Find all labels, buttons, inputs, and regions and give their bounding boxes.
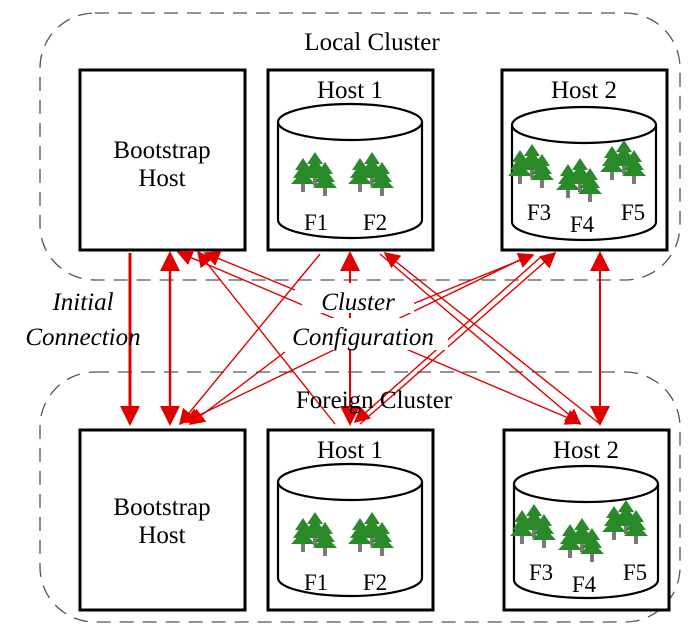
arrow-lhost1-fhost2 bbox=[379, 253, 582, 426]
initial-connection-label: Initial Connection bbox=[20, 282, 141, 351]
foreign-host2-title: Host 2 bbox=[553, 437, 619, 464]
foreign-host1-forest-f1-label: F1 bbox=[304, 570, 328, 595]
foreign-host1-title: Host 1 bbox=[317, 437, 383, 464]
local-host1-title: Host 1 bbox=[317, 77, 383, 104]
foreign-host2-forest-f3-label: F3 bbox=[529, 560, 553, 585]
cluster-configuration-label: Cluster Configuration bbox=[278, 283, 448, 351]
arrow-fhost2-lhost1 bbox=[383, 252, 601, 425]
foreign-bootstrap-label-line1: Bootstrap bbox=[113, 494, 210, 521]
cluster-configuration-line1: Cluster bbox=[321, 289, 395, 316]
foreign-bootstrap-label-line2: Host bbox=[138, 522, 185, 549]
initial-connection-line1: Initial bbox=[51, 289, 113, 316]
arrow-fhost1-lboot bbox=[197, 250, 336, 425]
local-host2-forest-f3-label: F3 bbox=[527, 200, 551, 225]
foreign-host2-forest-f4-label: F4 bbox=[572, 572, 597, 597]
arrow-config-lboot bbox=[203, 251, 296, 291]
foreign-cluster-title: Foreign Cluster bbox=[296, 387, 453, 414]
local-host1-forest-f1-label: F1 bbox=[304, 210, 328, 235]
arrow-lhost2-fhost1 bbox=[353, 255, 543, 424]
local-cluster-title: Local Cluster bbox=[304, 29, 440, 56]
local-bootstrap-label-line1: Bootstrap bbox=[113, 137, 210, 164]
local-bootstrap-label-line2: Host bbox=[138, 165, 185, 192]
arrow-fhost1-lhost2 bbox=[359, 251, 557, 425]
local-bootstrap-host-box bbox=[78, 68, 247, 252]
local-cluster-border bbox=[39, 12, 681, 281]
cluster-configuration-arrows bbox=[160, 250, 610, 426]
foreign-bootstrap-host-box bbox=[78, 428, 247, 612]
cluster-configuration-line2: Configuration bbox=[292, 324, 434, 351]
foreign-host1-database-icon bbox=[276, 462, 424, 598]
local-host2-title: Host 2 bbox=[551, 77, 617, 104]
local-host1-forest-f2-label: F2 bbox=[363, 210, 387, 235]
local-host2-forest-f4-label: F4 bbox=[570, 212, 595, 237]
foreign-host2-forest-f5-label: F5 bbox=[623, 560, 647, 585]
initial-connection-line2: Connection bbox=[25, 324, 140, 351]
arrow-lhost1-fboot bbox=[178, 253, 321, 426]
local-host2-forest-f5-label: F5 bbox=[621, 200, 645, 225]
local-host1-database-icon bbox=[276, 102, 424, 240]
foreign-host1-forest-f2-label: F2 bbox=[363, 570, 387, 595]
